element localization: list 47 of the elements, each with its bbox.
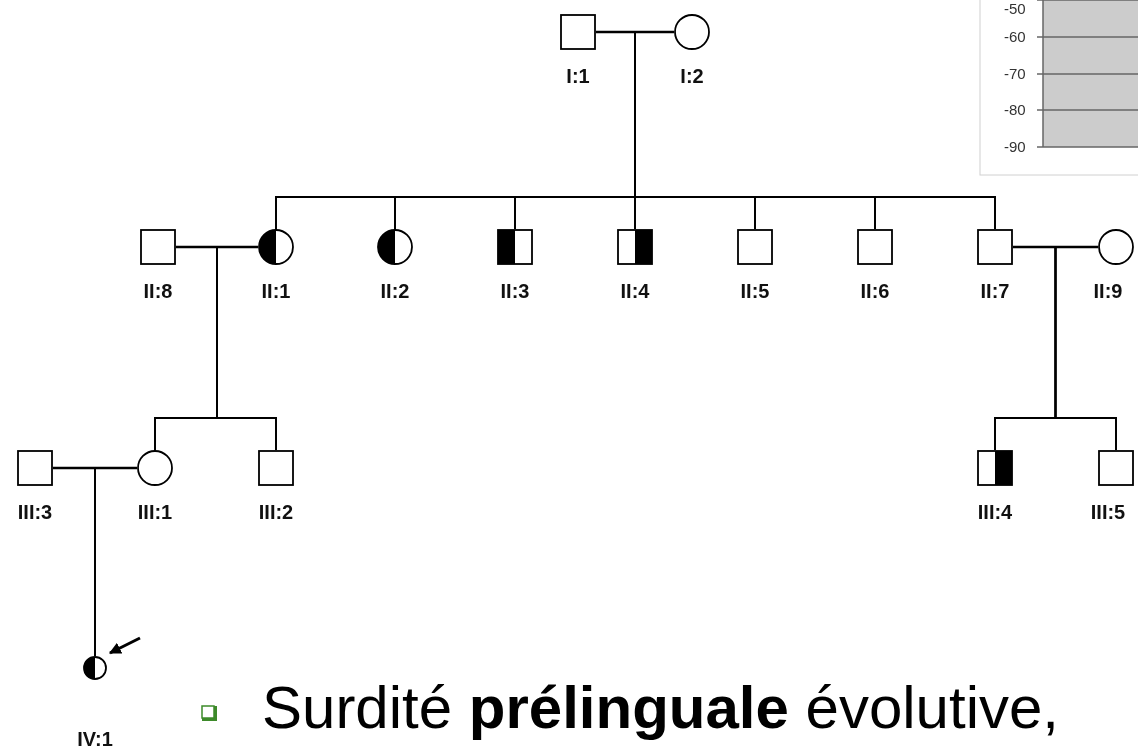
male-symbol xyxy=(560,14,596,50)
male-symbol xyxy=(737,229,773,265)
individual-label: II:8 xyxy=(142,280,174,302)
male-symbol xyxy=(977,229,1013,265)
caption-text: Surdité prélinguale évolutive, xyxy=(262,676,1059,740)
individual-label: II:6 xyxy=(859,280,891,302)
male-symbol xyxy=(1098,450,1134,486)
axis-tick-label: -80 xyxy=(1004,102,1026,118)
female-symbol xyxy=(83,656,107,680)
axis-tick-label: -50 xyxy=(1004,1,1026,17)
proband-arrow xyxy=(108,636,141,655)
pedigree-line xyxy=(176,245,258,249)
pedigree-line xyxy=(216,246,277,451)
male-symbol xyxy=(140,229,176,265)
individual-label: III:2 xyxy=(257,501,295,523)
individual-label: II:3 xyxy=(499,280,531,302)
individual-label: II:9 xyxy=(1092,280,1124,302)
individual-label: IV:1 xyxy=(76,728,114,750)
axis-tick-label: -60 xyxy=(1004,29,1026,45)
pedigree-line xyxy=(1013,245,1098,249)
pedigree-line xyxy=(53,466,137,470)
individual-label: III:5 xyxy=(1089,501,1127,523)
female-symbol xyxy=(377,229,413,265)
male-symbol xyxy=(857,229,893,265)
individual-label: III:4 xyxy=(976,501,1014,523)
male-symbol xyxy=(617,229,653,265)
pedigree-line xyxy=(596,30,674,34)
female-symbol xyxy=(137,450,173,486)
female-symbol xyxy=(674,14,710,50)
female-symbol xyxy=(258,229,294,265)
male-symbol xyxy=(497,229,533,265)
individual-label: III:3 xyxy=(16,501,54,523)
male-symbol xyxy=(977,450,1013,486)
individual-label: II:1 xyxy=(260,280,292,302)
axis-tick-label: -90 xyxy=(1004,139,1026,155)
individual-label: II:2 xyxy=(379,280,411,302)
male-symbol xyxy=(17,450,53,486)
individual-label: I:2 xyxy=(679,65,705,87)
axis-tick-label: -70 xyxy=(1004,66,1026,82)
pedigree-line xyxy=(1054,246,1117,451)
female-symbol xyxy=(1098,229,1134,265)
individual-label: II:5 xyxy=(739,280,771,302)
individual-label: III:1 xyxy=(136,501,174,523)
individual-label: I:1 xyxy=(565,65,591,87)
male-symbol xyxy=(258,450,294,486)
individual-label: II:4 xyxy=(619,280,651,302)
individual-label: II:7 xyxy=(979,280,1011,302)
